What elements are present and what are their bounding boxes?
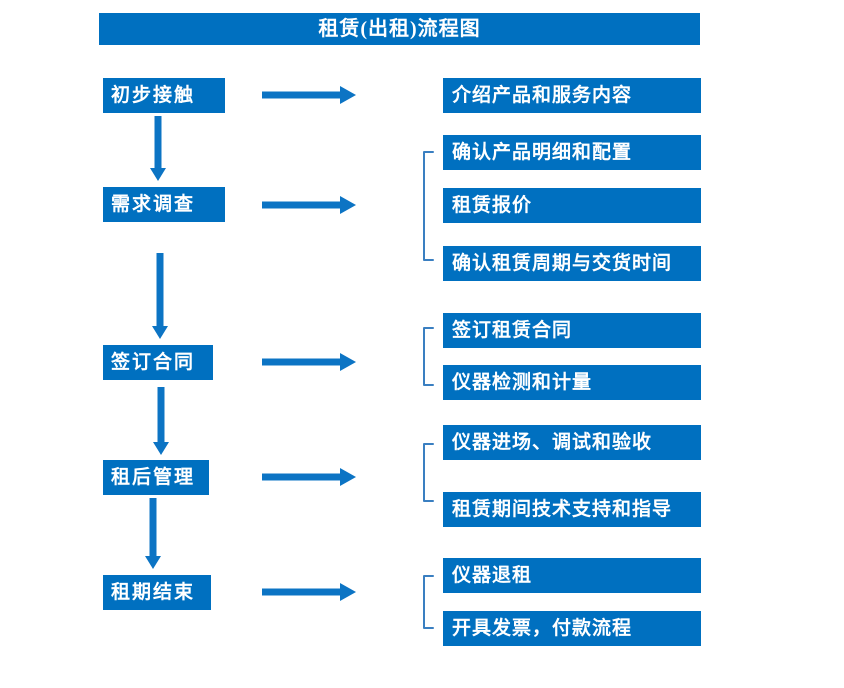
right-arrow-post-lease-management	[262, 468, 356, 486]
step-box-lease-end: 租期结束	[103, 575, 211, 610]
detail-box-confirm-lease-term-delivery: 确认租赁周期与交货时间	[443, 246, 701, 281]
right-arrow-lease-end	[262, 583, 356, 601]
down-arrow-3	[153, 387, 169, 455]
detail-box-instrument-return: 仪器退租	[443, 558, 701, 593]
detail-box-tech-support-during-lease: 租赁期间技术支持和指导	[443, 492, 701, 527]
group-bracket-sign-contract	[423, 327, 434, 386]
down-arrow-2	[152, 253, 168, 339]
right-arrow-demand-survey	[262, 196, 356, 214]
step-box-initial-contact: 初步接触	[103, 78, 225, 113]
detail-box-instrument-inspection-metering: 仪器检测和计量	[443, 365, 701, 400]
detail-box-sign-lease-contract: 签订租赁合同	[443, 313, 701, 348]
group-bracket-post-lease-management	[423, 443, 434, 502]
step-box-sign-contract: 签订合同	[103, 345, 213, 380]
detail-box-invoice-payment-process: 开具发票，付款流程	[443, 611, 701, 646]
right-arrow-initial-contact	[262, 86, 356, 104]
detail-box-intro-product-services: 介绍产品和服务内容	[443, 78, 701, 113]
detail-box-confirm-product-details: 确认产品明细和配置	[443, 135, 701, 170]
group-bracket-lease-end	[423, 575, 434, 629]
down-arrow-4	[145, 498, 161, 569]
step-box-post-lease-management: 租后管理	[103, 460, 209, 495]
detail-box-instrument-entry-debug-acceptance: 仪器进场、调试和验收	[443, 425, 701, 460]
step-box-demand-survey: 需求调查	[103, 187, 225, 222]
detail-box-rental-quote: 租赁报价	[443, 188, 701, 223]
group-bracket-demand-survey	[423, 151, 434, 261]
page-title: 租赁(出租)流程图	[99, 13, 700, 45]
right-arrow-sign-contract	[262, 353, 356, 371]
down-arrow-1	[150, 116, 166, 181]
